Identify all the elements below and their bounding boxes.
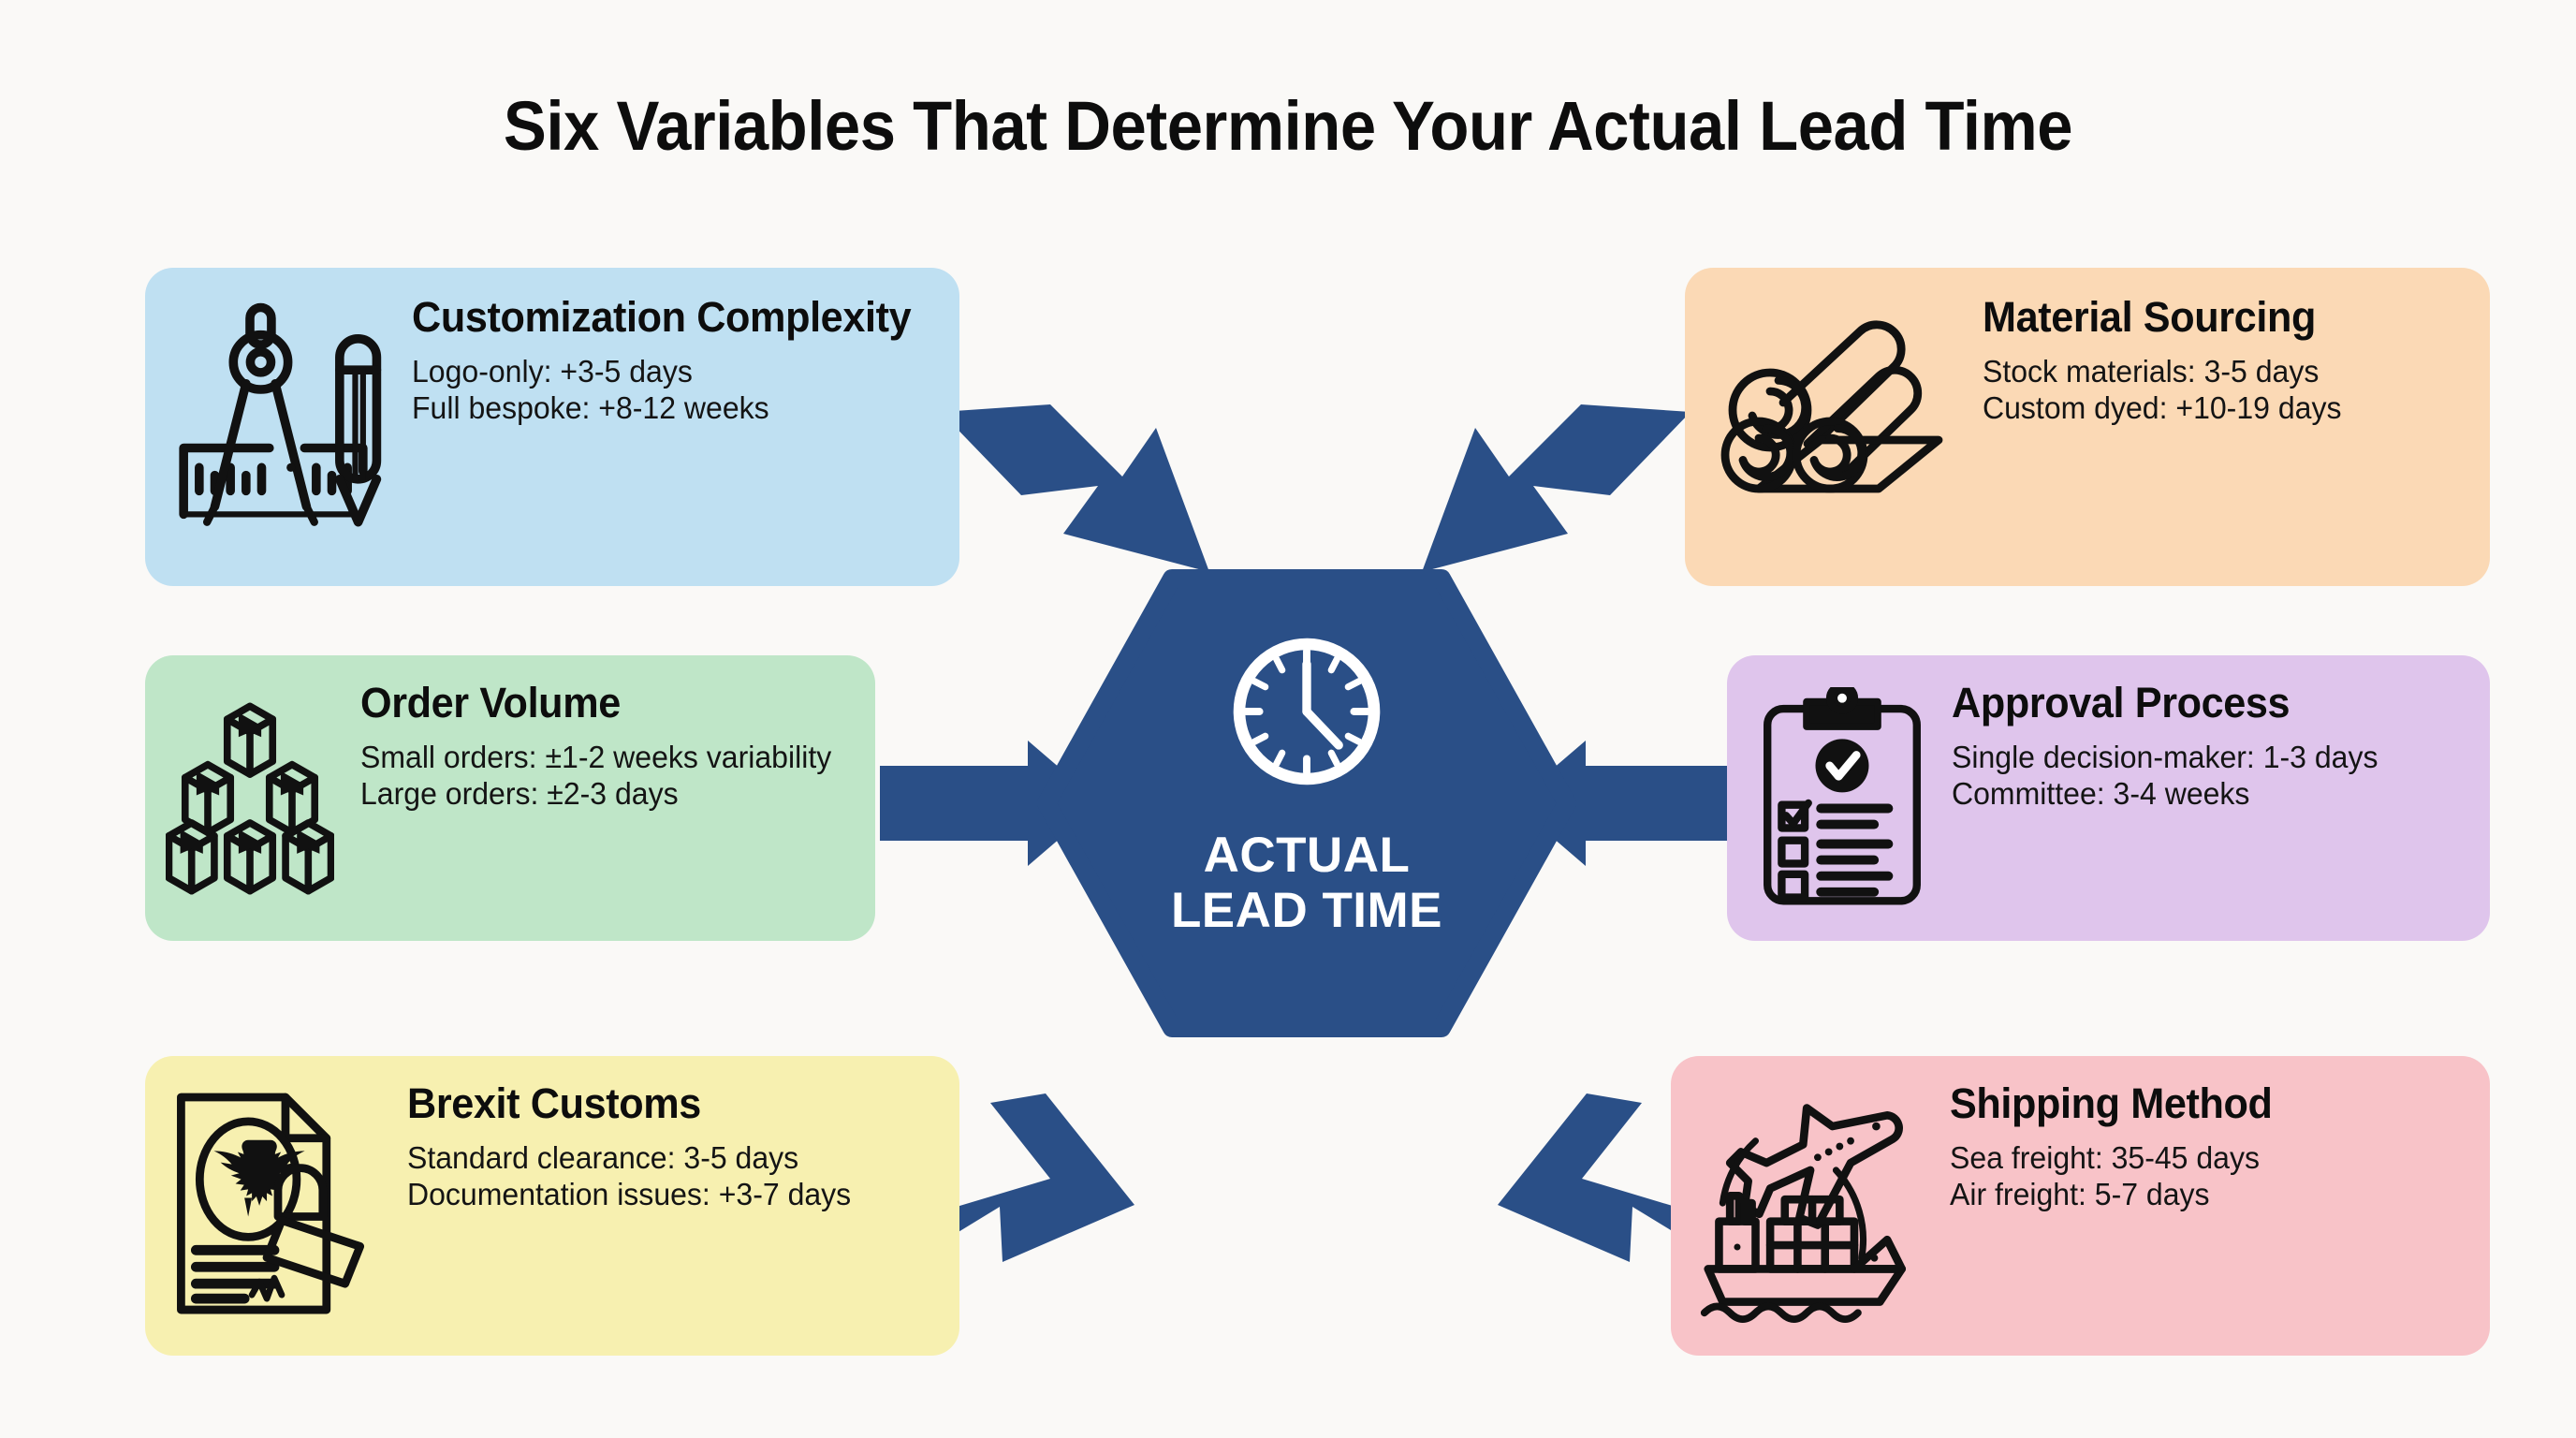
card-order-heading: Order Volume [360, 679, 621, 726]
center-label-line2: LEAD TIME [1170, 883, 1443, 939]
card-approval-process[interactable]: Approval Process Single decision-maker: … [1727, 655, 2490, 941]
card-shipping-line-2: Air freight: 5-7 days [1950, 1177, 2210, 1212]
arrow-from-customization [941, 404, 1209, 572]
card-customization-line-2: Full bespoke: +8-12 weeks [412, 390, 769, 426]
arrow-from-shipping [1498, 1093, 1705, 1262]
arrow-from-material [1422, 404, 1690, 572]
fabric-rolls-icon [1713, 305, 1966, 502]
card-customization-details: Logo-only: +3-5 days Full bespoke: +8-12… [412, 353, 919, 427]
clipboard-checklist-icon [1753, 687, 1931, 912]
card-approval-line-1: Single decision-maker: 1-3 days [1952, 739, 2378, 774]
card-customization-heading: Customization Complexity [412, 293, 912, 341]
arrow-from-approval [1513, 741, 1734, 866]
card-brexit-line-2: Documentation issues: +3-7 days [407, 1177, 852, 1212]
plane-and-ship-icon [1697, 1090, 1931, 1324]
card-material-heading: Material Sourcing [1983, 293, 2316, 341]
card-shipping-text: Shipping Method Sea freight: 35-45 days … [1950, 1079, 2466, 1213]
card-customization-line-1: Logo-only: +3-5 days [412, 353, 693, 389]
page-title: Six Variables That Determine Your Actual… [503, 87, 2073, 165]
card-approval-heading: Approval Process [1952, 679, 2291, 726]
card-brexit-text: Brexit Customs Standard clearance: 3-5 d… [407, 1079, 939, 1213]
card-material-line-2: Custom dyed: +10-19 days [1983, 390, 2342, 426]
card-order-details: Small orders: ±1-2 weeks variability Lar… [360, 739, 840, 813]
center-hub: ACTUAL LEAD TIME [1037, 569, 1576, 1037]
card-brexit-line-1: Standard clearance: 3-5 days [407, 1139, 799, 1175]
hexagon-shape [1037, 569, 1576, 1037]
card-material-line-1: Stock materials: 3-5 days [1983, 353, 2320, 389]
card-customization-text: Customization Complexity Logo-only: +3-5… [412, 293, 935, 427]
arrow-from-order [880, 741, 1101, 866]
center-label: ACTUAL LEAD TIME [1037, 828, 1576, 939]
card-approval-text: Approval Process Single decision-maker: … [1952, 679, 2471, 813]
arrow-from-brexit [928, 1093, 1134, 1262]
card-shipping-line-1: Sea freight: 35-45 days [1950, 1139, 2260, 1175]
card-customization-complexity[interactable]: Customization Complexity Logo-only: +3-5… [145, 268, 959, 586]
card-material-details: Stock materials: 3-5 days Custom dyed: +… [1983, 353, 2452, 427]
card-brexit-customs[interactable]: Brexit Customs Standard clearance: 3-5 d… [145, 1056, 959, 1356]
card-brexit-details: Standard clearance: 3-5 days Documentati… [407, 1139, 923, 1213]
card-brexit-heading: Brexit Customs [407, 1079, 701, 1127]
card-order-line-1: Small orders: ±1-2 weeks variability [360, 739, 832, 774]
clock-icon [1233, 638, 1381, 785]
card-shipping-details: Sea freight: 35-45 days Air freight: 5-7… [1950, 1139, 2450, 1213]
card-shipping-method[interactable]: Shipping Method Sea freight: 35-45 days … [1671, 1056, 2490, 1356]
card-material-sourcing[interactable]: Material Sourcing Stock materials: 3-5 d… [1685, 268, 2490, 586]
center-label-line1: ACTUAL [1203, 828, 1411, 883]
card-order-text: Order Volume Small orders: ±1-2 weeks va… [360, 679, 855, 813]
card-order-line-2: Large orders: ±2-3 days [360, 776, 679, 812]
stamped-document-icon [166, 1086, 390, 1325]
stacked-boxes-icon [166, 691, 334, 906]
card-approval-line-2: Committee: 3-4 weeks [1952, 776, 2250, 812]
compass-drafting-icon [166, 296, 404, 530]
card-material-text: Material Sourcing Stock materials: 3-5 d… [1983, 293, 2466, 427]
card-approval-details: Single decision-maker: 1-3 days Committe… [1952, 739, 2455, 813]
card-shipping-heading: Shipping Method [1950, 1079, 2273, 1127]
card-order-volume[interactable]: Order Volume Small orders: ±1-2 weeks va… [145, 655, 875, 941]
